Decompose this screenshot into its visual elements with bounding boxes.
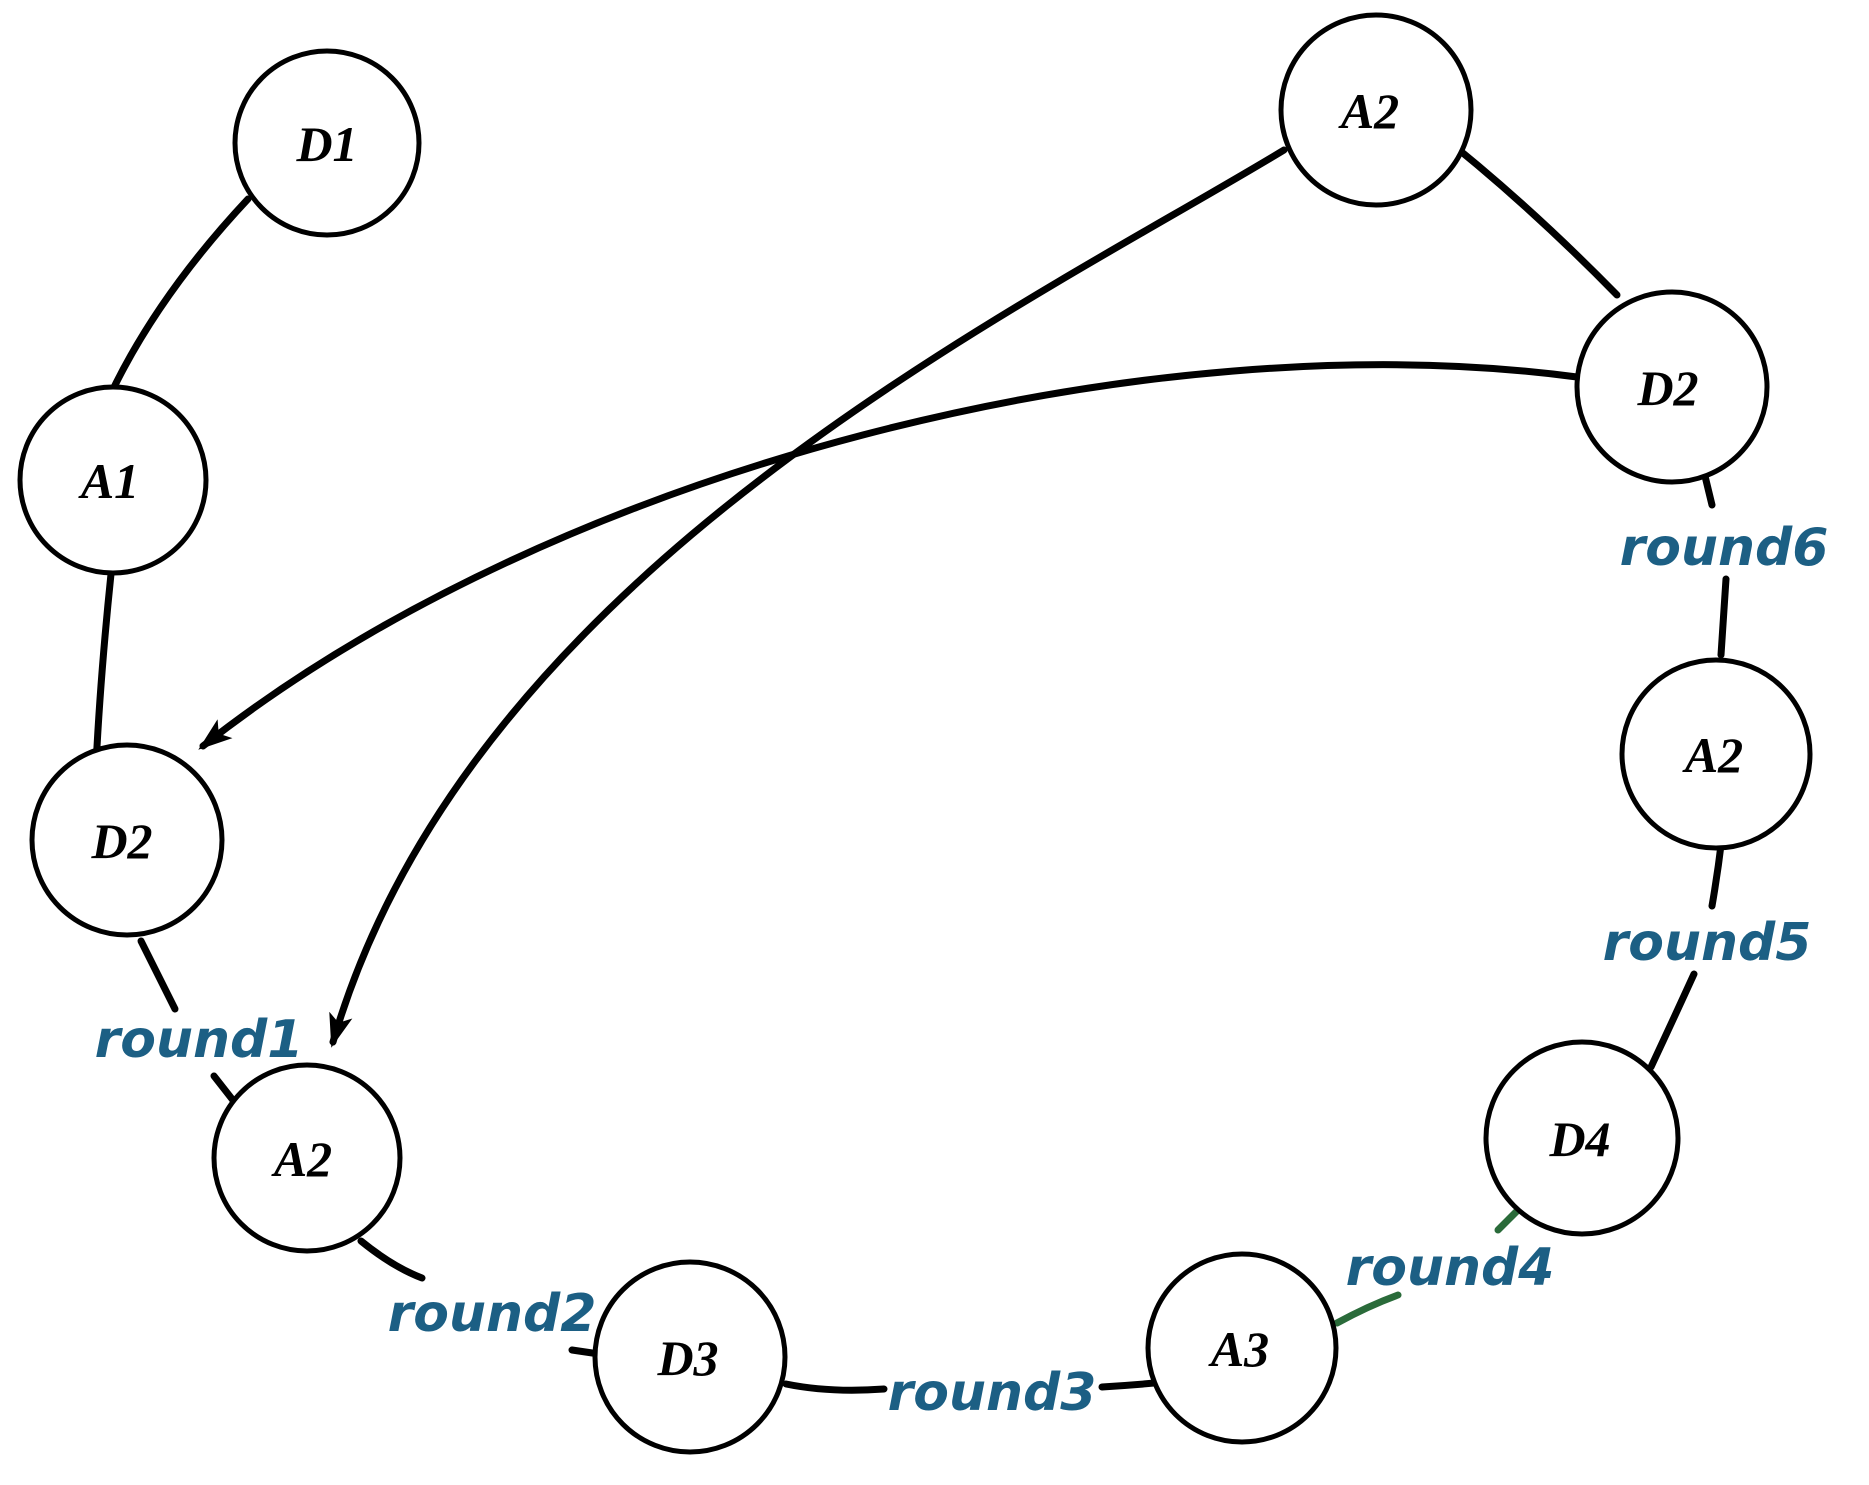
node-a2-top-circle <box>1278 12 1474 208</box>
edge-label-round6: round6 <box>1620 518 1829 578</box>
edge-round1-segment <box>137 937 179 1013</box>
edge-round4-segment <box>1333 1291 1402 1327</box>
node-d2-upper: D2 <box>1574 289 1770 485</box>
node-a1-label: A1 <box>78 453 139 509</box>
node-d3-circle <box>592 1259 788 1455</box>
node-d2-upper-label: D2 <box>1636 360 1698 416</box>
edge-label-round1: round1 <box>95 1010 304 1070</box>
edge-round5-segment <box>1647 970 1698 1071</box>
node-a2-right-circle <box>1619 657 1813 851</box>
node-d2-upper-circle <box>1574 289 1770 485</box>
node-a3-circle <box>1145 1251 1339 1445</box>
node-d2-left-circle <box>29 742 225 938</box>
node-a2-lower: A2 <box>211 1062 403 1254</box>
node-a2-lower-label: A2 <box>271 1131 332 1187</box>
edge-round3-segment <box>782 1380 888 1394</box>
node-a2-lower-circle <box>211 1062 403 1254</box>
node-d4: D4 <box>1483 1039 1681 1237</box>
node-d1-label: D1 <box>295 116 357 172</box>
edge-label-round3: round3 <box>888 1363 1097 1423</box>
edge-a2-top-to-a2-lower-long-curve <box>329 146 1288 1048</box>
node-d1-circle <box>232 48 422 238</box>
node-a2-top-label: A2 <box>1338 83 1399 139</box>
node-d4-circle <box>1483 1039 1681 1237</box>
node-d2-left-label: D2 <box>90 813 152 869</box>
node-a3-label: A3 <box>1208 1321 1269 1377</box>
edge-label-round2: round2 <box>388 1284 597 1344</box>
node-a1: A1 <box>17 384 209 576</box>
node-d4-label: D4 <box>1548 1111 1610 1167</box>
edge-d2-upper-to-d2-left-long-curve <box>198 361 1581 750</box>
node-d3: D3 <box>592 1259 788 1455</box>
node-a2-right: A2 <box>1619 657 1813 851</box>
node-a1-circle <box>17 384 209 576</box>
node-d3-label: D3 <box>656 1330 718 1386</box>
node-a3: A3 <box>1145 1251 1339 1445</box>
node-d1: D1 <box>232 48 422 238</box>
node-d2-left: D2 <box>29 742 225 938</box>
node-a2-top: A2 <box>1278 12 1474 208</box>
edge-round2-segment <box>357 1237 426 1282</box>
node-a2-right-label: A2 <box>1682 727 1743 783</box>
edge-label-round5: round5 <box>1603 913 1812 973</box>
edge-label-round4: round4 <box>1346 1238 1555 1298</box>
edge-round6-segment <box>1717 575 1730 659</box>
